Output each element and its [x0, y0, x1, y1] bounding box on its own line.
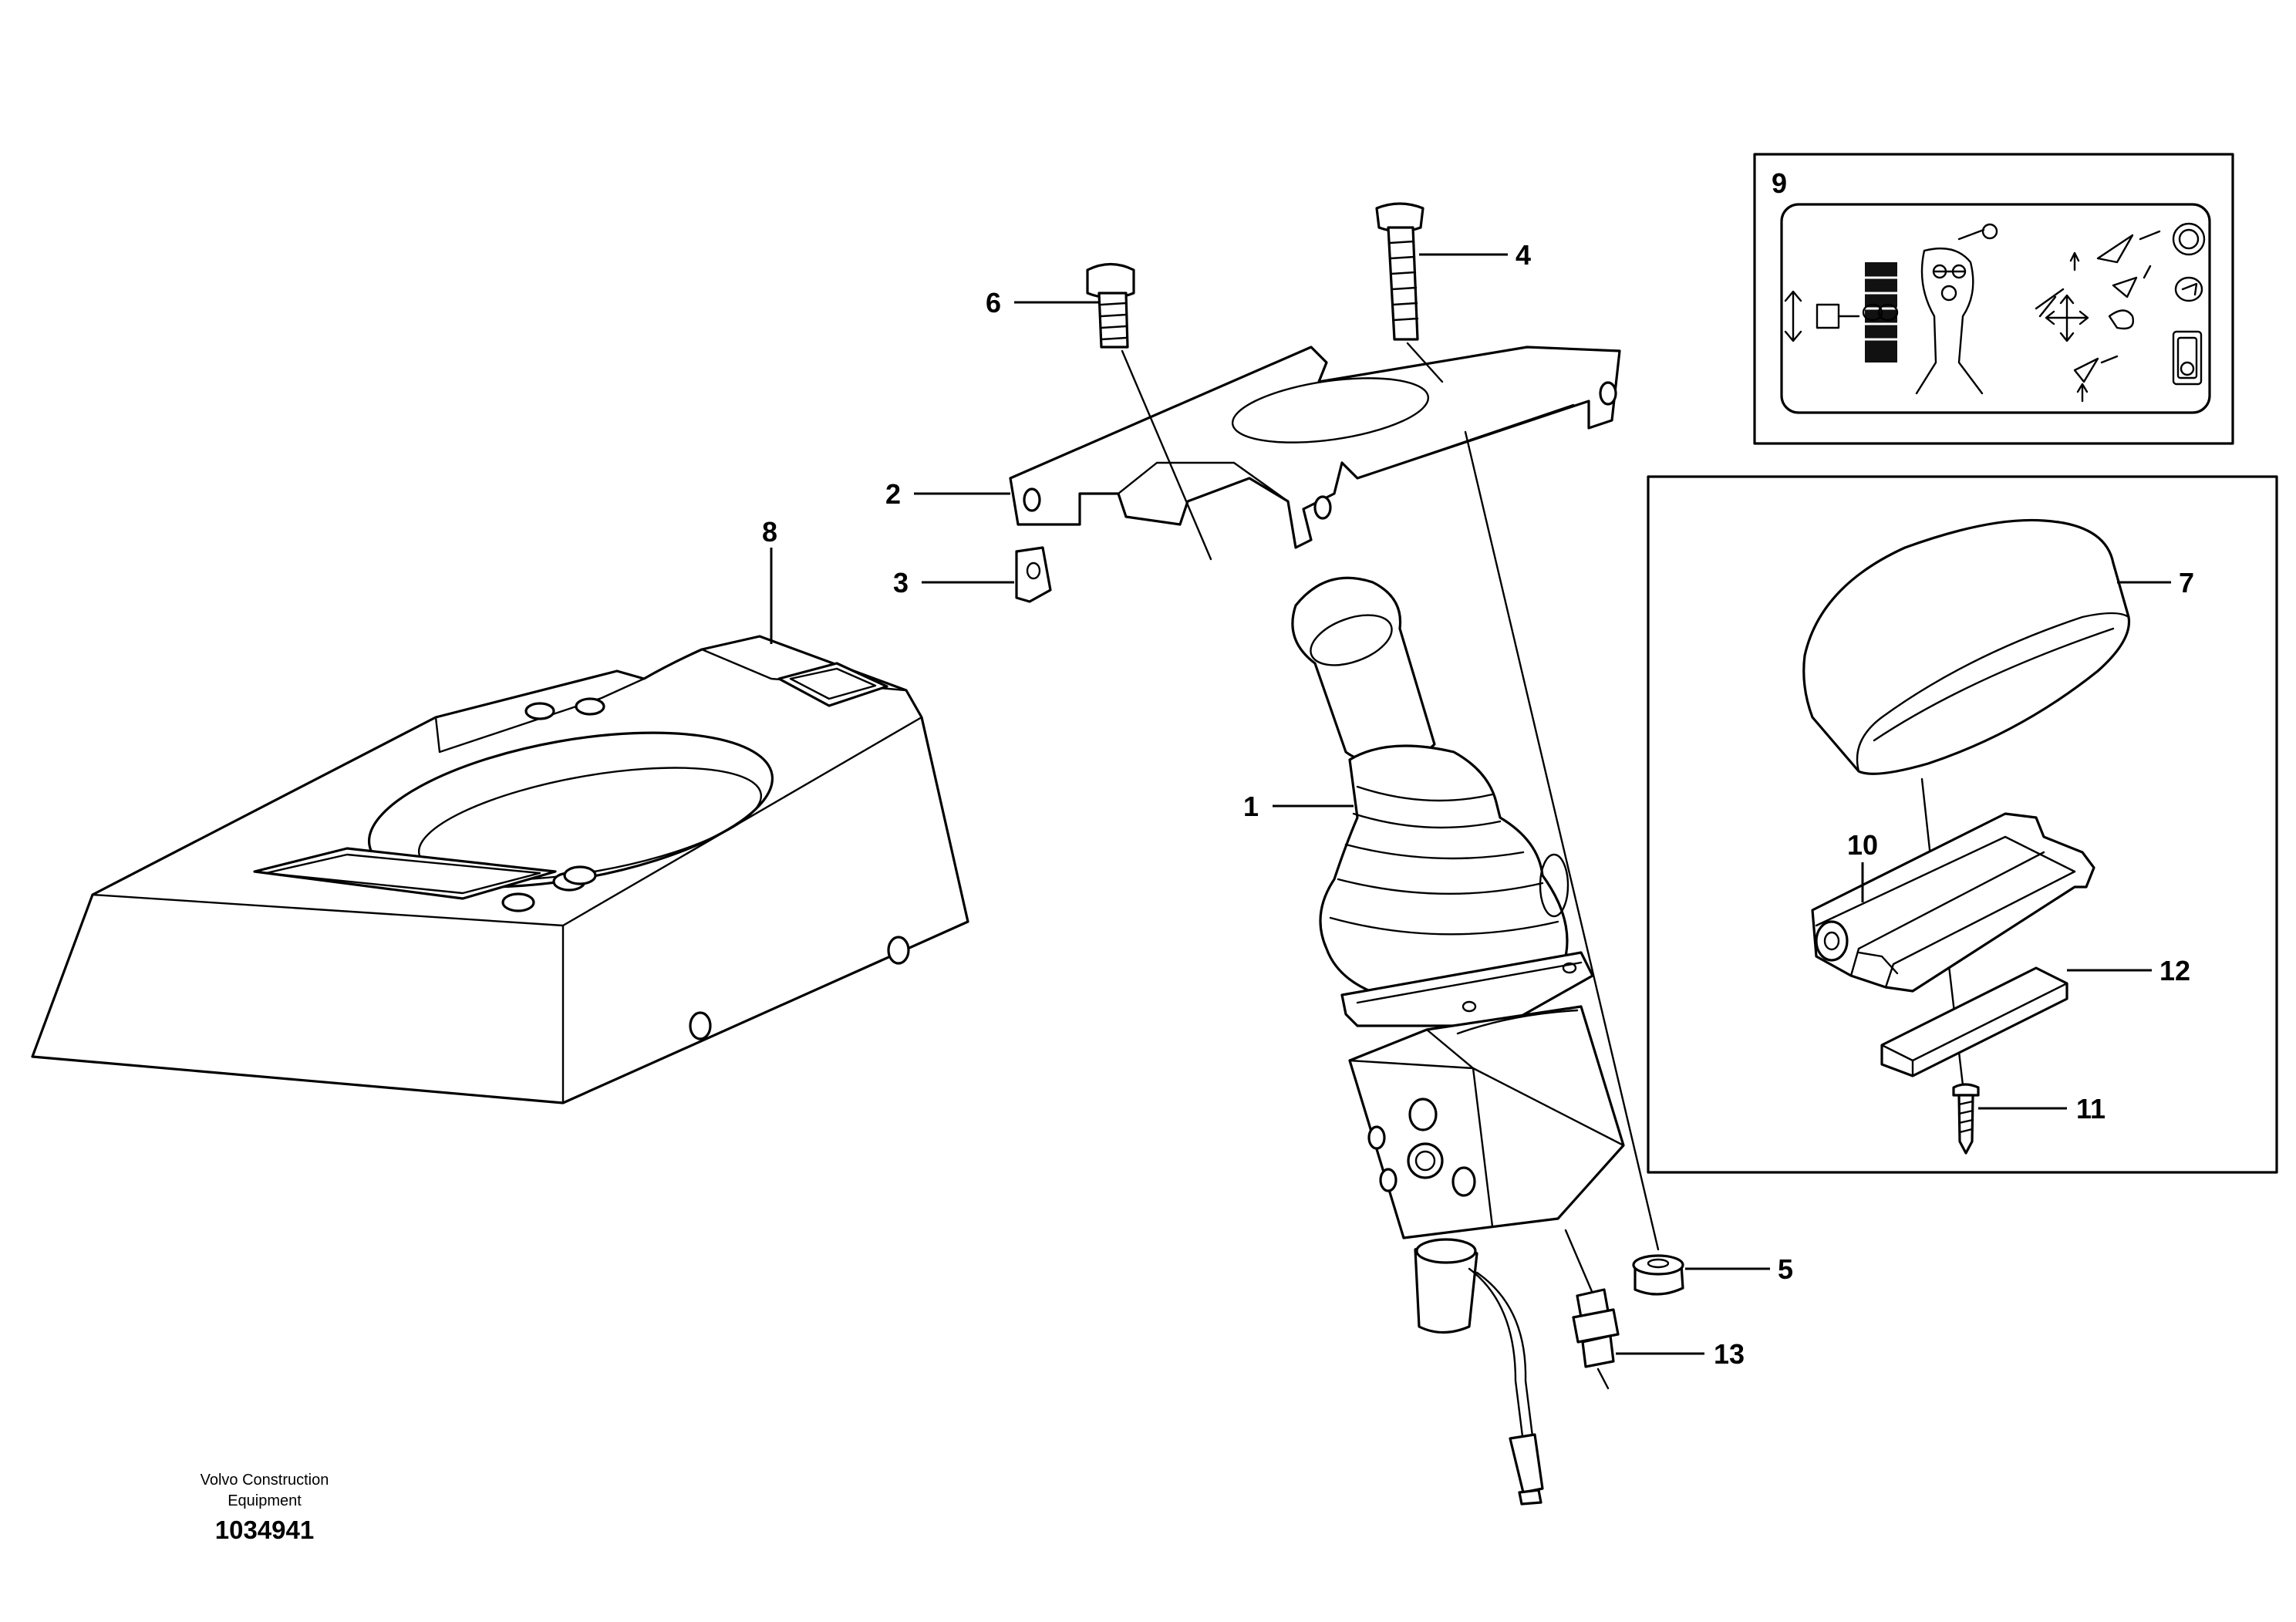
arrow-cross-icon: [2045, 294, 2089, 342]
mounting-bracket: 2: [885, 346, 1621, 549]
callout-9: 9: [1772, 167, 1787, 199]
wood-screw: 11: [1952, 1083, 2106, 1155]
callout-2: 2: [885, 478, 901, 510]
callout-3: 3: [893, 567, 909, 599]
callout-11: 11: [2076, 1093, 2106, 1125]
callout-1: 1: [1243, 791, 1259, 822]
mounting-bar: 12: [1880, 955, 2190, 1077]
screw-short: 6: [986, 262, 1212, 561]
footer-company-line1: Volvo Construction: [201, 1472, 329, 1489]
armrest-rail: 10: [1811, 812, 2095, 993]
joystick-assembly: 1: [1243, 430, 1660, 1506]
joystick-icon: [1915, 223, 1998, 395]
callout-5: 5: [1778, 1253, 1793, 1285]
callout-13: 13: [1714, 1338, 1745, 1370]
footer-company-line2: Equipment: [228, 1492, 302, 1509]
callout-4: 4: [1515, 239, 1531, 271]
callout-7: 7: [2179, 567, 2194, 599]
footer: Volvo Construction Equipment 1034941: [201, 1472, 329, 1544]
lock-icon: [2172, 222, 2206, 386]
nipple-fitting: 13: [1572, 1288, 1745, 1390]
console-housing: 8: [31, 516, 969, 1104]
decal-panel: 9: [1753, 153, 2234, 445]
boom-icon: [2073, 355, 2119, 403]
flange-nut: 5: [1632, 1253, 1793, 1296]
callout-6: 6: [986, 287, 1001, 319]
callout-10: 10: [1847, 829, 1878, 861]
callout-8: 8: [762, 516, 777, 548]
armrest-inset: 7 10 12 11: [1647, 475, 2278, 1174]
screw-long: 4: [1375, 202, 1531, 383]
lever-pattern-icon: [1784, 262, 1899, 363]
bucket-icon: [2035, 230, 2161, 330]
armrest-pad: 7: [1802, 518, 2194, 775]
callout-12: 12: [2159, 955, 2190, 986]
drawing-number: 1034941: [215, 1516, 314, 1544]
clip-nut: 3: [893, 546, 1052, 603]
